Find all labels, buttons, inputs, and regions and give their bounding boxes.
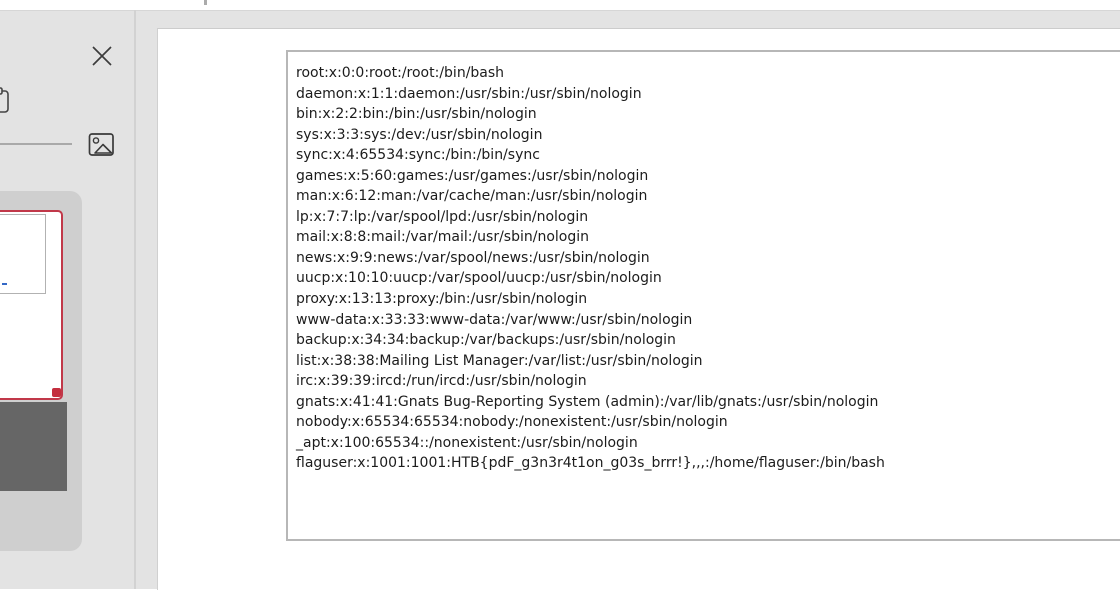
sidebar-divider [134, 10, 136, 589]
passwd-line: gnats:x:41:41:Gnats Bug-Reporting System… [296, 393, 879, 410]
ruler-tick [204, 0, 207, 5]
passwd-line: proxy:x:13:13:proxy:/bin:/usr/sbin/nolog… [296, 291, 588, 308]
passwd-line: bin:x:2:2:bin:/bin:/usr/sbin/nologin [296, 106, 537, 123]
thumbnail-link-text [2, 283, 7, 285]
document-view-area: root:x:0:0:root:/root:/bin/bash daemon:x:… [136, 10, 1120, 590]
passwd-line: lp:x:7:7:lp:/var/spool/lpd:/usr/sbin/nol… [296, 208, 589, 225]
clipboard-icon[interactable] [0, 87, 10, 114]
passwd-line: sys:x:3:3:sys:/dev:/usr/sbin/nologin [296, 126, 543, 143]
passwd-line: nobody:x:65534:65534:nobody:/nonexistent… [296, 414, 728, 431]
slide-thumbnail-selected[interactable] [0, 210, 63, 400]
selection-handle[interactable] [52, 388, 61, 397]
passwd-line: root:x:0:0:root:/root:/bin/bash [296, 65, 505, 81]
passwd-line: www-data:x:33:33:www-data:/var/www:/usr/… [296, 311, 693, 328]
passwd-line: daemon:x:1:1:daemon:/usr/sbin:/usr/sbin/… [296, 85, 642, 102]
sidebar-separator [0, 143, 72, 145]
passwd-line: _apt:x:100:65534::/nonexistent:/usr/sbin… [296, 434, 638, 451]
passwd-line: news:x:9:9:news:/var/spool/news:/usr/sbi… [296, 249, 650, 266]
slide-thumbnail-panel [0, 191, 82, 551]
slide-text-frame-preview [0, 214, 46, 294]
passwd-line: mail:x:8:8:mail:/var/mail:/usr/sbin/nolo… [296, 229, 590, 246]
insert-image-icon[interactable] [88, 132, 115, 157]
passwd-line: backup:x:34:34:backup:/var/backups:/usr/… [296, 332, 676, 349]
passwd-line: flaguser:x:1001:1001:HTB{pdF_g3n3r4t1on_… [296, 455, 885, 472]
passwd-line: games:x:5:60:games:/usr/games:/usr/sbin/… [296, 167, 649, 184]
passwd-line: list:x:38:38:Mailing List Manager:/var/l… [296, 352, 703, 369]
top-strip [0, 0, 1120, 10]
close-icon[interactable] [90, 44, 114, 68]
passwd-line: man:x:6:12:man:/var/cache/man:/usr/sbin/… [296, 188, 648, 205]
page-canvas[interactable]: root:x:0:0:root:/root:/bin/bash daemon:x:… [157, 28, 1120, 590]
passwd-textbox[interactable]: root:x:0:0:root:/root:/bin/bash daemon:x:… [286, 50, 1120, 541]
passwd-line: sync:x:4:65534:sync:/bin:/bin/sync [296, 147, 540, 164]
passwd-line: irc:x:39:39:ircd:/run/ircd:/usr/sbin/nol… [296, 373, 587, 390]
slide-thumbnail-dark[interactable] [0, 402, 67, 491]
passwd-line: uucp:x:10:10:uucp:/var/spool/uucp:/usr/s… [296, 270, 662, 287]
left-sidebar [0, 10, 134, 589]
